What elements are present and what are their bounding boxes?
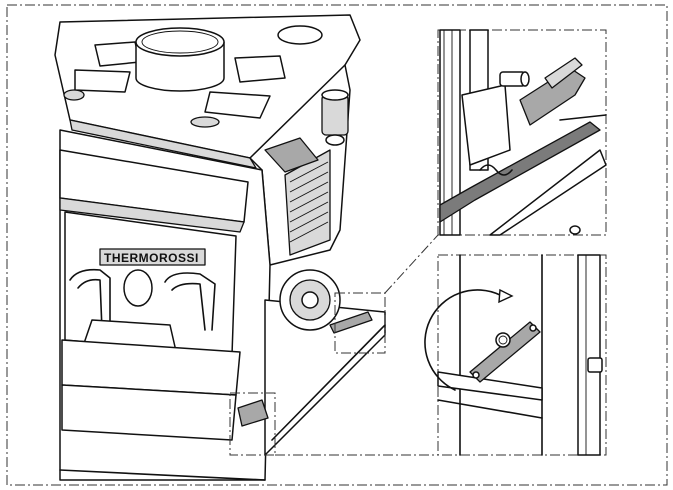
top-cutout-right	[234, 55, 286, 83]
detail-frame-lower	[437, 254, 607, 456]
latch-bar	[329, 311, 373, 334]
detail-frame-upper	[437, 29, 607, 236]
smoke-collar-inner	[141, 30, 219, 54]
motor-unit	[321, 89, 349, 146]
top-cutout-left	[94, 41, 141, 67]
lever-pin	[495, 332, 511, 348]
rail-edge	[271, 324, 386, 441]
leader-line-upper	[384, 234, 439, 294]
firebox-air-inlet	[123, 269, 153, 307]
secondary-port	[277, 25, 323, 45]
top-fan-center	[190, 116, 220, 128]
upper-baffle-edge	[59, 197, 245, 233]
callout-frame-upper	[334, 292, 386, 354]
rotation-arrow-head	[498, 288, 514, 304]
outer-frame	[6, 4, 668, 486]
ash-drawer-front	[61, 384, 237, 441]
lever-detail	[237, 399, 269, 427]
base-line	[59, 469, 266, 481]
rotation-arc	[424, 289, 501, 391]
smoke-collar-top	[135, 27, 225, 57]
top-fan-left	[63, 89, 85, 101]
rotating-lever	[469, 321, 541, 383]
callout-frame-lower	[229, 392, 276, 456]
brand-plate	[99, 248, 206, 266]
top-plate-edge	[69, 119, 257, 169]
stove-main-view: THERMOROSSI	[54, 14, 386, 481]
brand-text: THERMOROSSI	[104, 251, 199, 265]
top-cutout-front	[204, 91, 271, 119]
fan-hub	[301, 291, 319, 309]
top-cutout-back	[74, 69, 131, 93]
detail-view-lever-rotation	[424, 254, 603, 456]
firebox-ribs	[69, 268, 216, 331]
detail-view-latch-closeup	[439, 29, 607, 236]
side-handle-bracket	[264, 137, 319, 173]
